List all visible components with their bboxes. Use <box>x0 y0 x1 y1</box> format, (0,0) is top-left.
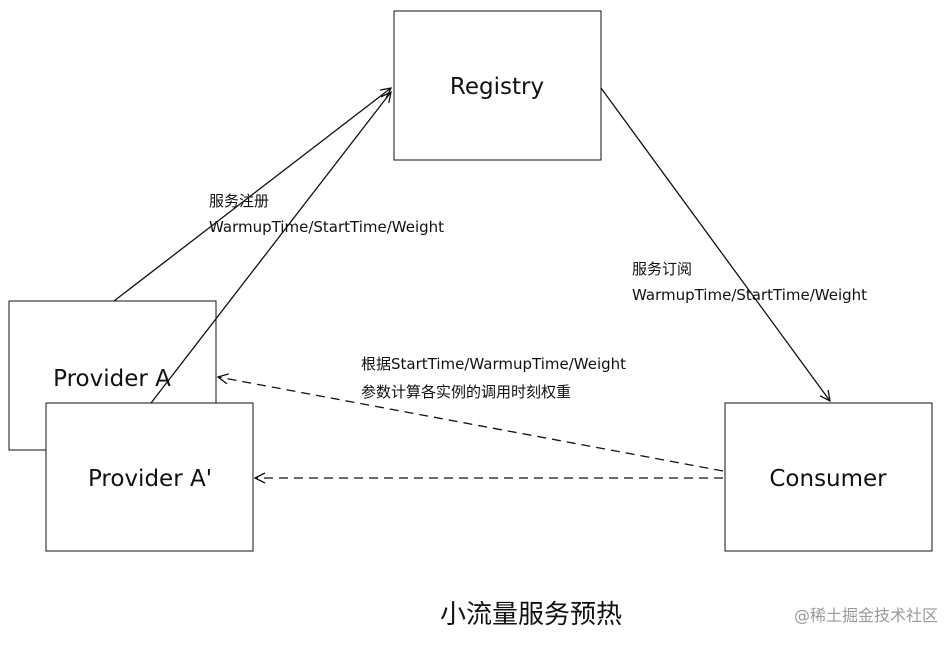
weight-arrow-provider-a <box>218 377 724 472</box>
provider-a-label: Provider A <box>53 366 171 392</box>
provider-a-prime-label: Provider A' <box>88 466 212 492</box>
registry-box <box>393 10 602 161</box>
subscribe-arrow <box>600 87 830 401</box>
registry-label: Registry <box>450 74 544 100</box>
diagram-caption: 小流量服务预热 <box>440 600 622 630</box>
register-label-line2: WarmupTime/StartTime/Weight <box>209 218 444 236</box>
consumer-node: Consumer <box>724 402 933 552</box>
consumer-label: Consumer <box>769 466 887 492</box>
consumer-box <box>724 402 933 552</box>
register-label-line1: 服务注册 <box>209 192 269 210</box>
register-arrow-provider-a-prime <box>150 92 391 404</box>
provider-a-prime-box <box>45 402 254 552</box>
subscribe-label-line2: WarmupTime/StartTime/Weight <box>632 286 867 304</box>
registry-node: Registry <box>393 10 602 161</box>
weight-label-line1: 根据StartTime/WarmupTime/Weight <box>361 355 626 373</box>
subscribe-label-line1: 服务订阅 <box>632 260 692 278</box>
provider-a-prime-node: Provider A' <box>45 402 254 552</box>
register-arrow-provider-a <box>113 88 391 302</box>
watermark-text: @稀土掘金技术社区 <box>794 606 938 625</box>
weight-label-line2: 参数计算各实例的调用时刻权重 <box>361 383 571 401</box>
